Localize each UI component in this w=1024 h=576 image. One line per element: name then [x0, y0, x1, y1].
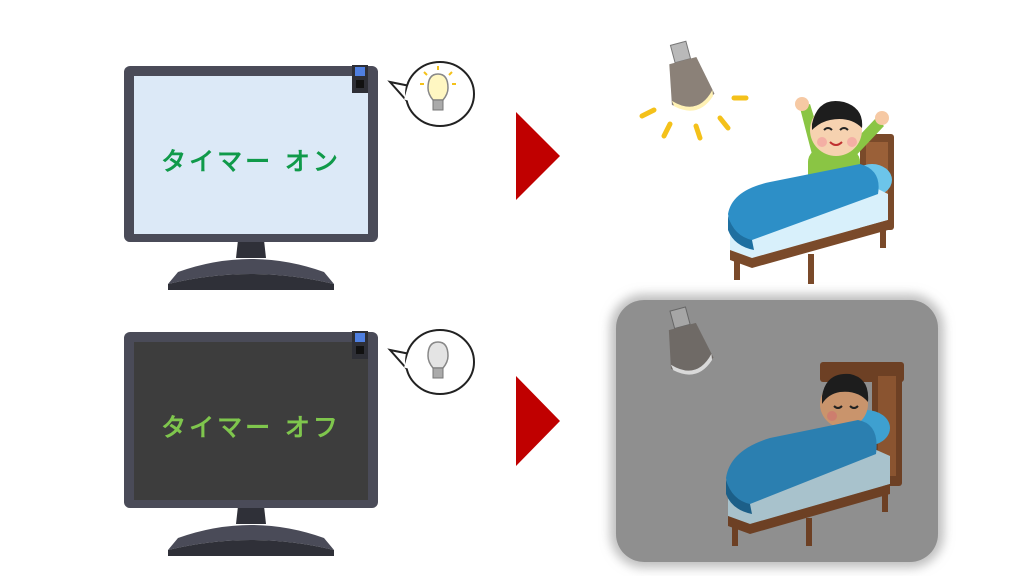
- speech-bubble-on: [387, 61, 475, 127]
- speech-bubble-off: [387, 329, 475, 395]
- person-in-bed-icon: [726, 362, 904, 546]
- screen-on: [134, 76, 368, 234]
- person-sleeping: [726, 362, 904, 546]
- lightbulb-off-icon: [427, 341, 449, 379]
- monitor-off: タイマー オフ: [120, 328, 382, 556]
- person-waking: [728, 97, 894, 284]
- light-rays: [639, 95, 749, 141]
- lamp-icon: [668, 306, 714, 375]
- person-in-bed-icon: [728, 97, 894, 284]
- lamp-off: [668, 306, 714, 375]
- lamp-on: [639, 40, 749, 141]
- screen-label-on: タイマー オン: [161, 147, 341, 176]
- arrow-top: [516, 112, 560, 200]
- monitor-icon: [124, 65, 378, 290]
- screen-label-off: タイマー オフ: [161, 413, 341, 442]
- lightbulb-on-icon: [420, 66, 456, 111]
- arrow-bottom: [516, 376, 560, 466]
- screen-off: [134, 342, 368, 500]
- monitor-on: タイマー オン: [120, 62, 382, 290]
- lamp-icon: [669, 40, 715, 111]
- monitor-icon: [124, 331, 378, 556]
